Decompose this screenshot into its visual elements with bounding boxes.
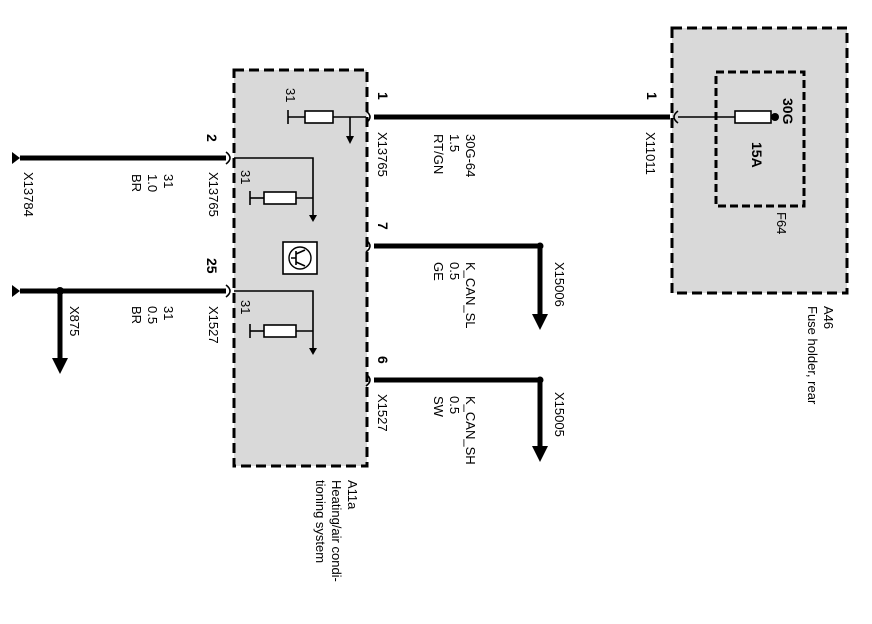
connector-x13784: X13784 — [21, 172, 36, 217]
ground-label-2: 31 — [238, 170, 253, 184]
ground-label-3: 31 — [238, 300, 253, 314]
x15005-arrow — [532, 446, 548, 462]
pin-2-label: 2 — [204, 134, 220, 142]
pin25-contact — [225, 284, 231, 298]
pin7-contact — [365, 239, 371, 253]
pin-25-label: 25 — [204, 258, 220, 274]
pin2-contact — [225, 151, 231, 165]
pin-6-label: 6 — [375, 356, 391, 364]
pin6-contact — [365, 373, 371, 387]
resistor-2 — [263, 191, 297, 205]
x875-arrow — [52, 358, 68, 374]
pin-1-label: 1 — [375, 92, 391, 100]
fuse-terminal-label: 30G — [780, 98, 796, 125]
connector-x13765-a: X13765 — [375, 132, 390, 177]
left-terminal-2 — [12, 285, 20, 297]
ground-3-marker — [309, 348, 317, 355]
a46-name-label: Fuse holder, rear — [805, 306, 820, 405]
pin25-internal — [234, 290, 314, 348]
internal-arrow-head — [346, 136, 354, 144]
can-sl-signal: K_CAN_SL — [463, 262, 478, 328]
power-wire-signal: 30G-64 — [463, 134, 478, 177]
pin2-internal — [234, 157, 314, 215]
a11a-name-line2: tioning system — [313, 480, 328, 563]
can-sh-color: SW — [431, 396, 446, 418]
fuse-f64-box — [714, 70, 806, 208]
a46-ref-label: A46 — [821, 306, 836, 329]
a11a-ref-label: A11a — [345, 480, 360, 510]
connector-x1527-b: X1527 — [375, 394, 390, 432]
fuse-f64-symbol — [734, 110, 772, 124]
connector-x15005: X15005 — [552, 392, 567, 437]
x15006-arrow — [532, 314, 548, 330]
can-sl-size: 0.5 — [447, 262, 462, 280]
fuse-ref-label: F64 — [774, 212, 789, 234]
can-sl-color: GE — [431, 262, 446, 281]
ground-2-marker — [309, 215, 317, 222]
ground-label-1: 31 — [283, 88, 298, 102]
resistor-1 — [304, 110, 334, 124]
can-sh-signal: K_CAN_SH — [463, 396, 478, 465]
ground-wire-1-color: BR — [129, 174, 144, 192]
pin1-fuse-contact — [673, 110, 679, 124]
ground-wire-2-color: BR — [129, 306, 144, 324]
power-wire-color: RT/GN — [431, 134, 446, 174]
connector-x13765-b: X13765 — [206, 172, 221, 217]
control-unit-circle — [288, 246, 312, 270]
connector-x1527-a: X1527 — [206, 306, 221, 344]
ground-wire-1-size: 1.0 — [145, 174, 160, 192]
pin1-contact — [365, 110, 371, 124]
connector-x11011: X11011 — [643, 132, 658, 175]
ground-wire-2-size: 0.5 — [145, 306, 160, 324]
connector-x15006: X15006 — [552, 262, 567, 307]
x13784-terminal — [12, 152, 20, 164]
can-sh-size: 0.5 — [447, 396, 462, 414]
resistor-3 — [263, 324, 297, 338]
fuse-terminal-dot — [771, 113, 779, 121]
ground-wire-1-signal: 31 — [161, 174, 176, 188]
fuse-rating-label: 15A — [749, 142, 765, 168]
ground-wire-2-signal: 31 — [161, 306, 176, 320]
power-wire-size: 1.5 — [447, 134, 462, 152]
transistor-icon — [291, 249, 306, 267]
connector-x875: X875 — [67, 306, 82, 336]
pin-1-fuse-label: 1 — [644, 92, 660, 100]
a11a-name-line1: Heating/air condi- — [329, 480, 344, 582]
pin-7-label: 7 — [375, 222, 391, 230]
